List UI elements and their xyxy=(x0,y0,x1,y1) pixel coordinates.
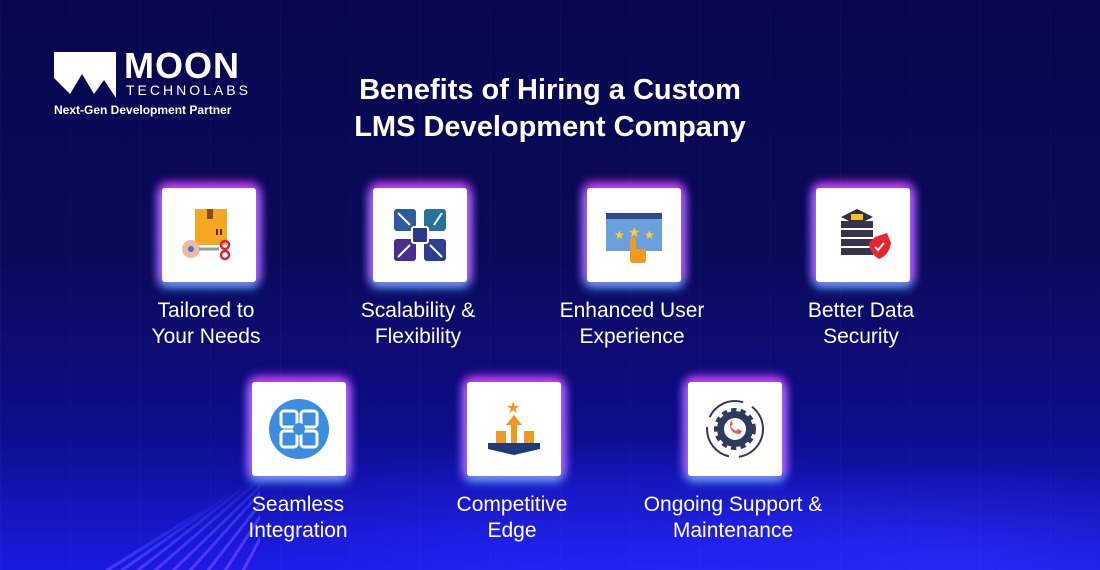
benefit-card-integration xyxy=(252,382,346,476)
growth-star-icon: ★ xyxy=(488,400,540,455)
svg-text:★: ★ xyxy=(506,400,520,417)
server-shield-icon xyxy=(841,209,891,259)
star-rating-tap-icon: ★★★ xyxy=(606,213,662,263)
gear-phone-support-icon xyxy=(706,400,764,458)
mountain-logo-icon xyxy=(54,52,116,98)
logo-brand: MOON xyxy=(124,45,240,86)
logo-tagline: Next-Gen Development Partner xyxy=(54,103,232,117)
svg-text:★: ★ xyxy=(614,228,625,242)
benefit-card-data-security xyxy=(816,188,910,282)
svg-text:★: ★ xyxy=(644,228,655,242)
benefit-card-user-experience: ★★★ xyxy=(587,188,681,282)
expand-arrows-icon xyxy=(394,209,446,261)
page-title: Benefits of Hiring a Custom LMS Developm… xyxy=(354,74,746,143)
benefit-card-competitive-edge: ★ xyxy=(467,382,561,476)
benefit-card-support xyxy=(688,382,782,476)
benefit-label-scalability: Scalability &Flexibility xyxy=(360,299,476,348)
benefit-card-scalability xyxy=(373,188,467,282)
svg-text:★: ★ xyxy=(628,224,641,240)
benefit-label-support: Ongoing Support &Maintenance xyxy=(643,493,823,542)
package-tape-scissors-icon xyxy=(182,209,231,261)
benefit-card-tailored xyxy=(162,188,256,282)
integration-arrows-icon xyxy=(269,399,329,459)
logo-subtitle: TECHNOLABS xyxy=(126,82,251,98)
